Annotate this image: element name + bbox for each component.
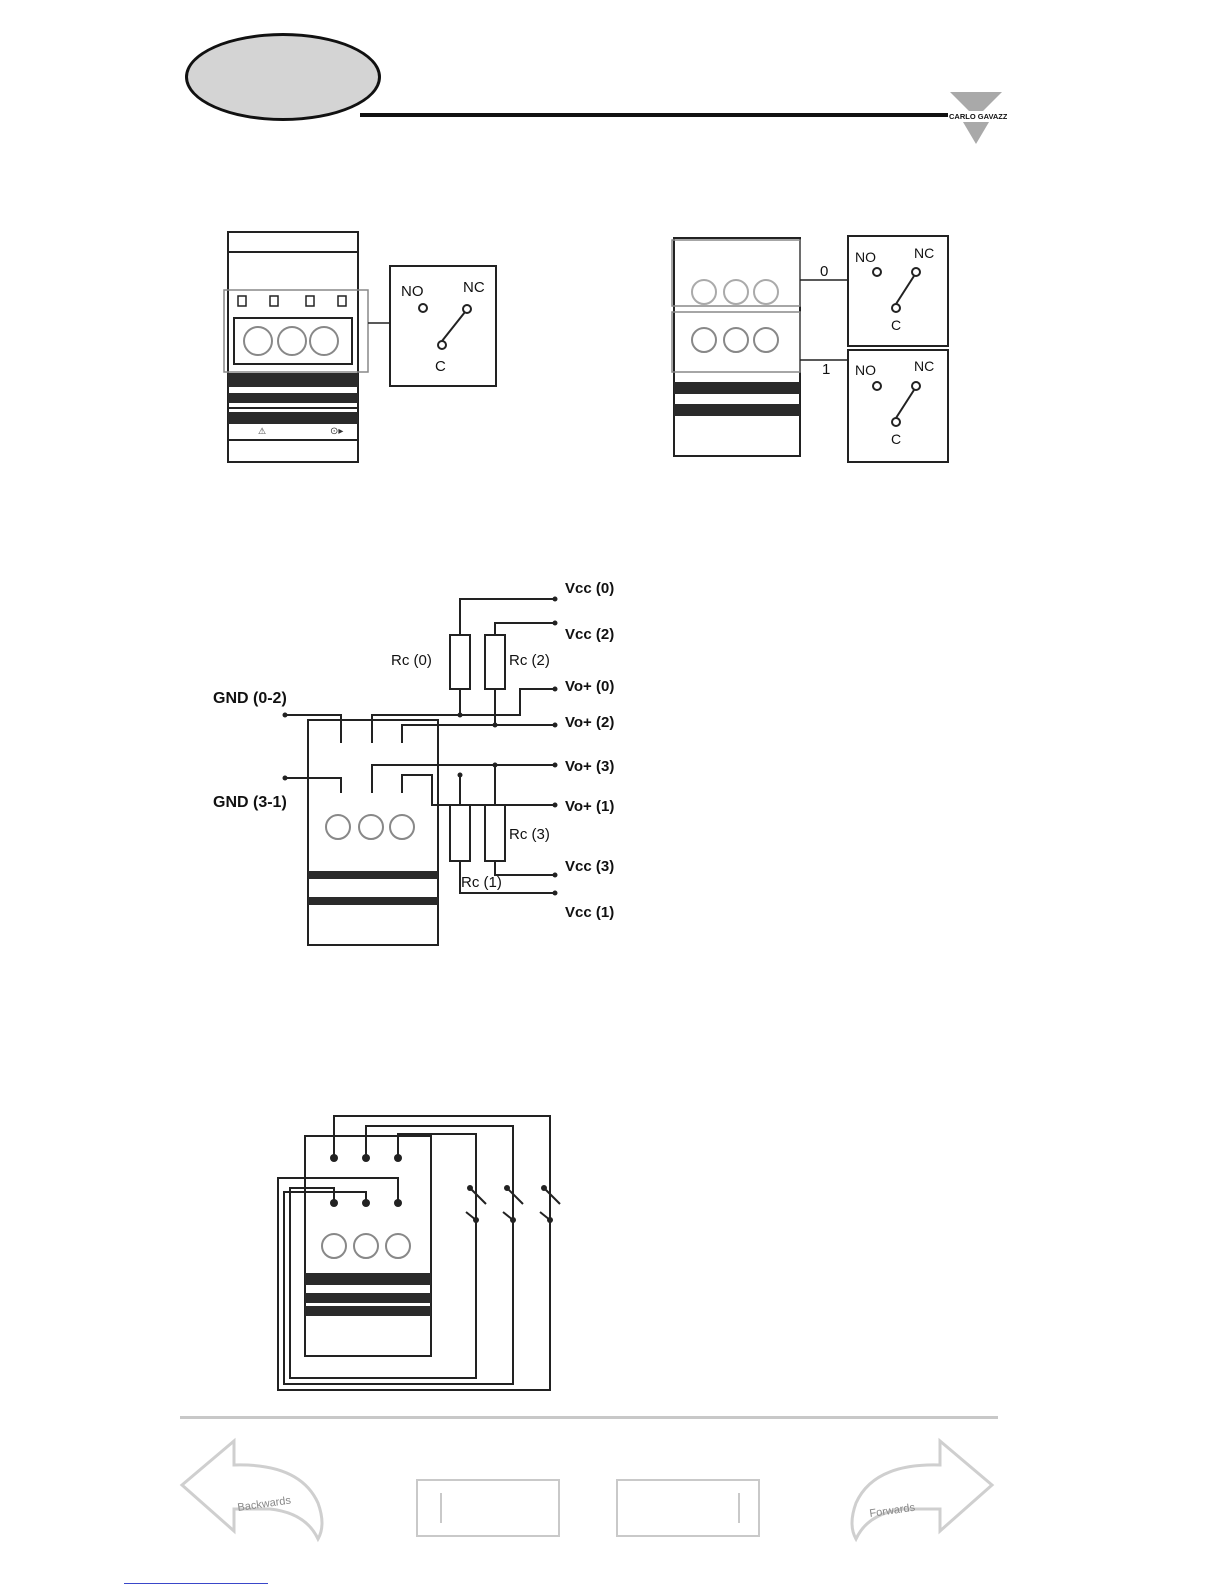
label-rc1: Rc (1) xyxy=(461,874,502,891)
svg-text:⊙▸: ⊙▸ xyxy=(330,426,343,437)
label-vcc3: Vcc (3) xyxy=(565,858,614,875)
c-terminal xyxy=(438,341,446,349)
label-vo0: Vo+ (0) xyxy=(565,678,614,695)
module-outline xyxy=(674,238,800,456)
back-arrow-icon xyxy=(182,1441,322,1539)
footer-rule xyxy=(180,1416,998,1419)
relay-dual-diagram: 0 1 NO NC C NO NC C xyxy=(668,232,953,467)
forward-button[interactable]: Forwards xyxy=(846,1433,996,1543)
relay-1-no: NO xyxy=(855,362,876,378)
label-rc3: Rc (3) xyxy=(509,826,550,843)
label-nc: NC xyxy=(463,279,485,296)
logo-text: CARLO GAVAZZI xyxy=(949,112,1007,121)
label-vo3: Vo+ (3) xyxy=(565,758,614,775)
label-vcc2: Vcc (2) xyxy=(565,626,614,643)
label-vo1: Vo+ (1) xyxy=(565,798,614,815)
channel-0-label: 0 xyxy=(820,263,828,280)
nav-box-left-bar xyxy=(440,1493,442,1523)
open-collector-diagram: GND (0-2) GND (3-1) Rc (0) Rc (2) Rc (3)… xyxy=(205,575,640,953)
relay-1-nc: NC xyxy=(914,358,934,374)
page-nav-box-right[interactable] xyxy=(616,1479,760,1537)
resistor-rc2 xyxy=(485,635,505,689)
label-vo2: Vo+ (2) xyxy=(565,714,614,731)
channel-1-label: 1 xyxy=(822,361,830,378)
module-outline xyxy=(305,1136,431,1356)
label-rc2: Rc (2) xyxy=(509,652,550,669)
carlo-gavazzi-logo: CARLO GAVAZZI xyxy=(945,88,1007,146)
section-badge-oval xyxy=(185,33,381,121)
label-vcc1: Vcc (1) xyxy=(565,904,614,921)
nav-box-right-bar xyxy=(738,1493,740,1523)
relay-single-diagram: ⚠ ⊙▸ NO NC C xyxy=(220,228,510,466)
label-gnd-3-1: GND (3-1) xyxy=(213,794,287,811)
forward-arrow-icon xyxy=(852,1441,992,1539)
relay-0-c: C xyxy=(891,317,901,333)
resistor-rc0 xyxy=(450,635,470,689)
page-nav-box-left[interactable] xyxy=(416,1479,560,1537)
resistor-rc3 xyxy=(485,805,505,861)
resistor-rc1 xyxy=(450,805,470,861)
label-no: NO xyxy=(401,283,424,300)
no-terminal xyxy=(419,304,427,312)
label-gnd-0-2: GND (0-2) xyxy=(213,690,287,707)
label-rc0: Rc (0) xyxy=(391,652,432,669)
header-rule xyxy=(360,113,950,117)
label-c: C xyxy=(435,358,446,375)
label-vcc0: Vcc (0) xyxy=(565,580,614,597)
svg-text:⚠: ⚠ xyxy=(258,426,266,436)
logo-triangle-bottom xyxy=(963,122,989,144)
relay-0-nc: NC xyxy=(914,245,934,261)
digital-input-diagram xyxy=(270,1108,575,1393)
relay-1-c: C xyxy=(891,431,901,447)
backward-button[interactable]: Backwards xyxy=(178,1433,326,1543)
relay-0-no: NO xyxy=(855,249,876,265)
